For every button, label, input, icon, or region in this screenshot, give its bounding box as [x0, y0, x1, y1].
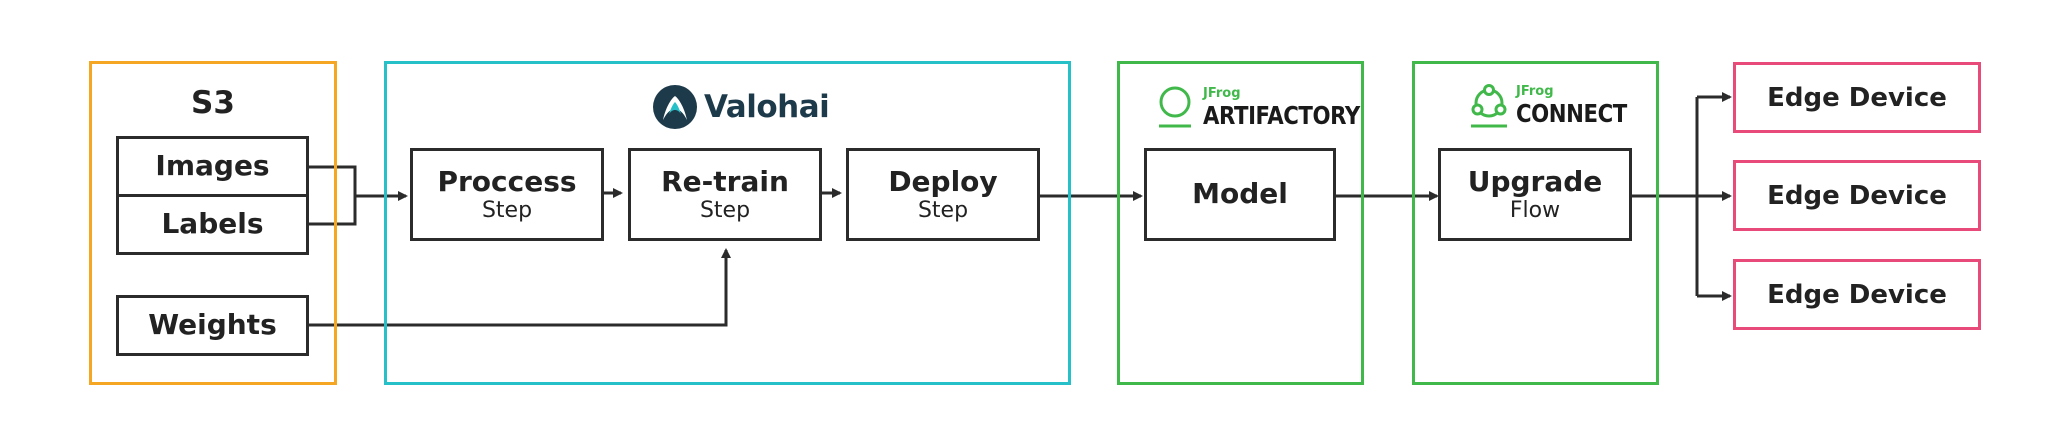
labels-label: Labels: [161, 207, 264, 241]
valohai-group: [384, 61, 1071, 385]
valohai-logo: Valohai: [652, 84, 830, 130]
process-step-sub: Step: [481, 197, 533, 223]
connect-group: [1412, 61, 1659, 385]
connect-logo: JFrog CONNECT: [1468, 80, 1646, 130]
weights-node[interactable]: Weights: [116, 295, 309, 356]
valohai-logo-text: Valohai: [704, 89, 830, 125]
artifactory-logo: JFrog ARTIFACTORY: [1155, 84, 1388, 130]
deploy-step-title: Deploy: [888, 164, 998, 198]
retrain-step-title: Re-train: [661, 164, 789, 198]
s3-group: [89, 61, 337, 385]
connect-product: CONNECT: [1516, 98, 1627, 128]
artifactory-brand: JFrog: [1203, 85, 1241, 101]
process-step-title: Proccess: [437, 164, 577, 198]
process-step-node[interactable]: Proccess Step: [410, 148, 604, 241]
model-title: Model: [1192, 177, 1288, 211]
images-node[interactable]: Images: [116, 136, 309, 197]
valohai-mark-icon: [653, 85, 697, 129]
artifactory-product: ARTIFACTORY: [1203, 100, 1360, 130]
artifactory-mark-icon: [1159, 86, 1191, 128]
s3-title: S3: [191, 85, 235, 121]
upgrade-sub: Flow: [1509, 197, 1561, 223]
connect-mark-icon: [1471, 84, 1507, 128]
edge-device-label: Edge Device: [1767, 279, 1947, 310]
edge-device-3[interactable]: Edge Device: [1733, 259, 1981, 330]
retrain-step-sub: Step: [699, 197, 751, 223]
labels-node[interactable]: Labels: [116, 194, 309, 255]
artifactory-group: [1117, 61, 1364, 385]
model-node[interactable]: Model: [1144, 148, 1336, 241]
connect-brand: JFrog: [1516, 83, 1554, 99]
upgrade-title: Upgrade: [1467, 164, 1603, 198]
images-label: Images: [155, 149, 270, 183]
edge-device-label: Edge Device: [1767, 82, 1947, 113]
upgrade-flow-node[interactable]: Upgrade Flow: [1438, 148, 1632, 241]
retrain-step-node[interactable]: Re-train Step: [628, 148, 822, 241]
weights-label: Weights: [148, 308, 277, 342]
edge-device-label: Edge Device: [1767, 180, 1947, 211]
edge-device-2[interactable]: Edge Device: [1733, 160, 1981, 231]
deploy-step-sub: Step: [917, 197, 969, 223]
edge-device-1[interactable]: Edge Device: [1733, 62, 1981, 133]
deploy-step-node[interactable]: Deploy Step: [846, 148, 1040, 241]
